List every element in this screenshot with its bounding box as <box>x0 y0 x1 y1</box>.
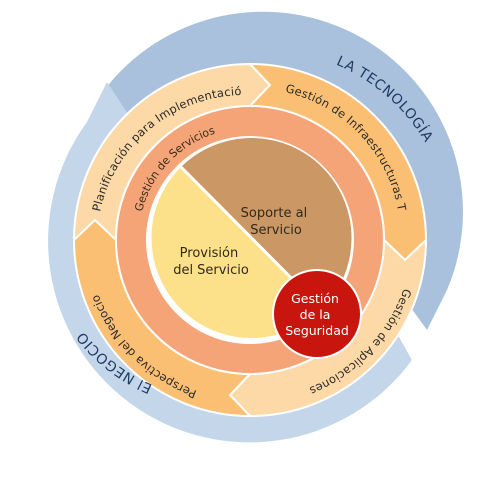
support-sector <box>181 137 352 309</box>
support-label: Soporte al Servicio <box>241 206 312 238</box>
security-label: Gestión de la Seguridad <box>285 291 349 338</box>
technology-ring <box>102 11 463 331</box>
provision-label: Provisión del Servicio <box>173 246 249 278</box>
security-circle <box>272 269 362 359</box>
